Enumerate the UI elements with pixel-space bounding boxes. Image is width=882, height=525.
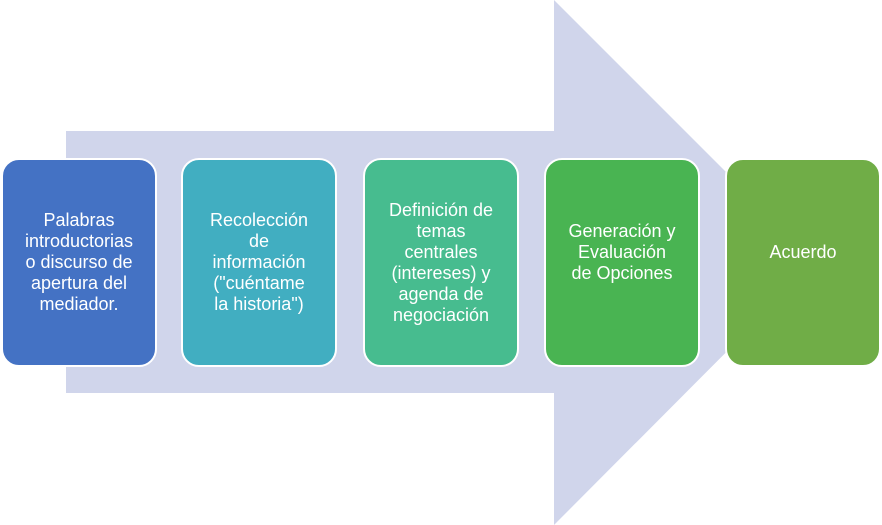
step-define-issues: Definición de temas centrales (intereses… <box>363 158 519 367</box>
step-generate-options: Generación y Evaluación de Opciones <box>544 158 700 367</box>
step-opening-statement-label: Palabras introductorias o discurso de ap… <box>24 210 134 314</box>
step-agreement-label: Acuerdo <box>769 241 837 262</box>
step-define-issues-label: Definición de temas centrales (intereses… <box>388 199 494 325</box>
step-information-gathering: Recolección de información ("cuéntame la… <box>181 158 337 367</box>
step-agreement: Acuerdo <box>725 158 881 367</box>
step-opening-statement: Palabras introductorias o discurso de ap… <box>1 158 157 367</box>
step-generate-options-label: Generación y Evaluación de Opciones <box>568 220 676 283</box>
step-information-gathering-label: Recolección de información ("cuéntame la… <box>209 210 309 314</box>
